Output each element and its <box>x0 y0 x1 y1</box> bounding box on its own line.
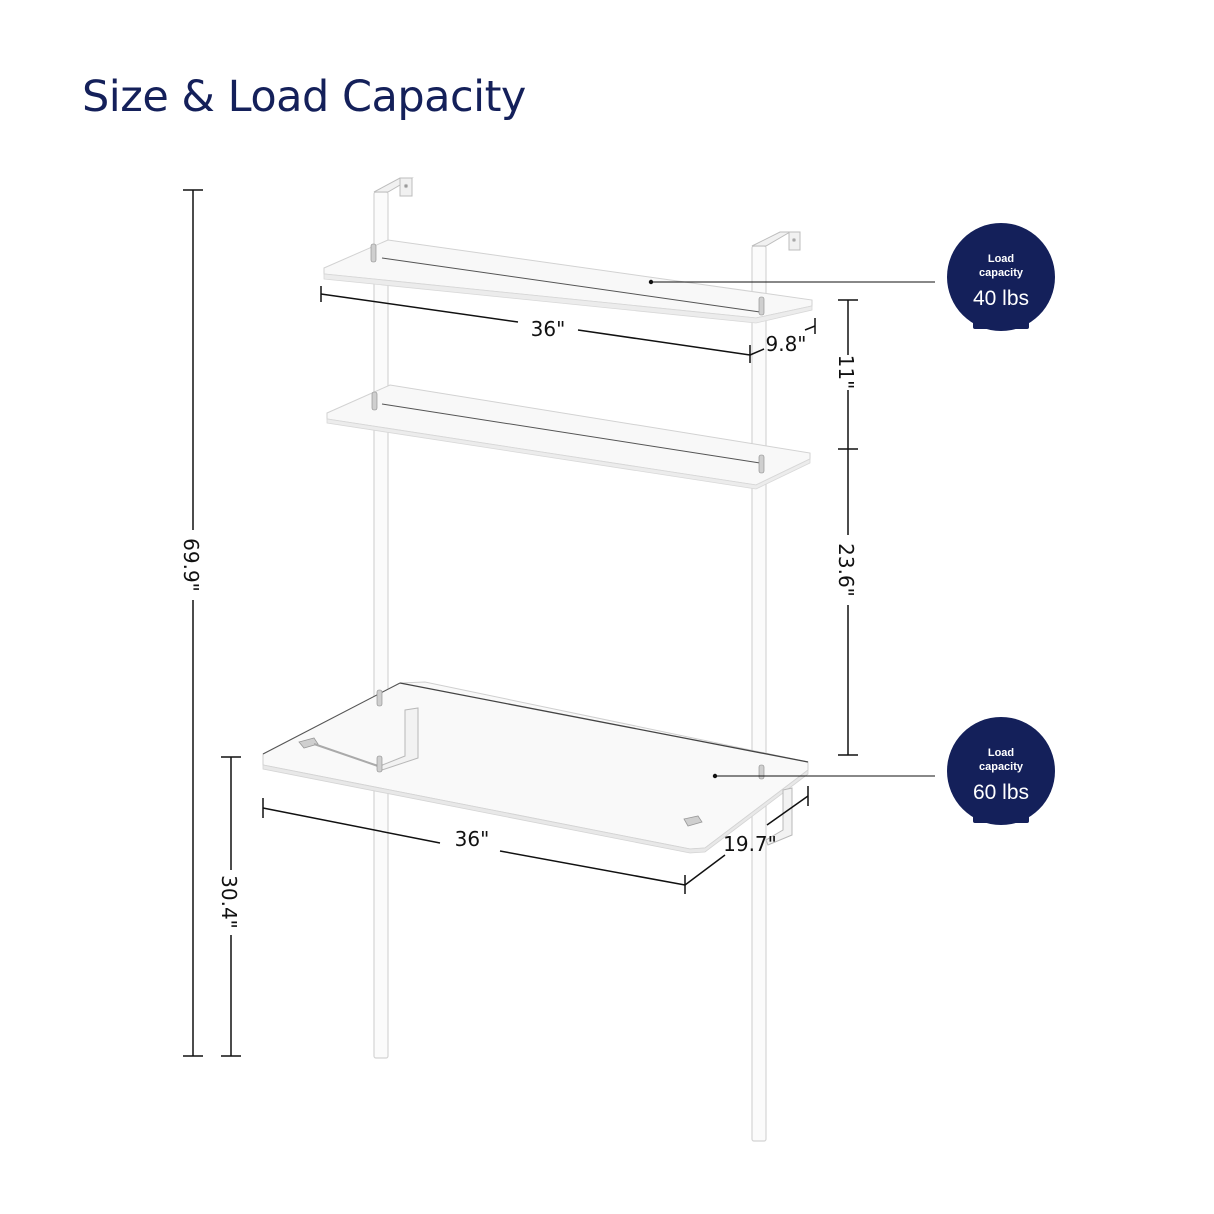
right-upright <box>751 245 767 1142</box>
kettlebell-icon <box>947 717 1055 825</box>
kettlebell-icon <box>947 223 1055 331</box>
load-badge-desk: Load capacity 60 lbs <box>947 717 1055 825</box>
dimension-lines <box>183 189 935 1057</box>
page-title: Size & Load Capacity <box>82 72 526 122</box>
svg-text:capacity: capacity <box>979 267 1024 279</box>
svg-text:capacity: capacity <box>979 761 1024 773</box>
dim-shelf-depth: 9.8" <box>765 332 806 356</box>
top-shelf <box>323 239 813 324</box>
left-upright <box>373 191 389 1059</box>
middle-shelf <box>326 384 811 490</box>
left-wall-hook <box>373 177 414 197</box>
dim-shelf-desk-gap: 23.6" <box>834 543 858 597</box>
load-badge-shelf: Load capacity 40 lbs <box>947 223 1055 331</box>
dim-total-height: 69.9" <box>179 538 203 592</box>
dim-desk-depth: 19.7" <box>723 832 777 856</box>
load-value-60: 60 lbs <box>973 781 1029 804</box>
dim-top-gap: 11" <box>834 355 858 390</box>
right-wall-hook <box>751 231 801 251</box>
dim-shelf-width: 36" <box>531 317 566 341</box>
svg-text:Load: Load <box>988 253 1014 265</box>
load-value-40: 40 lbs <box>973 287 1029 310</box>
svg-text:Load: Load <box>988 747 1014 759</box>
dim-desk-height: 30.4" <box>217 875 241 929</box>
dim-desk-width: 36" <box>455 827 490 851</box>
desk-top <box>262 681 809 854</box>
